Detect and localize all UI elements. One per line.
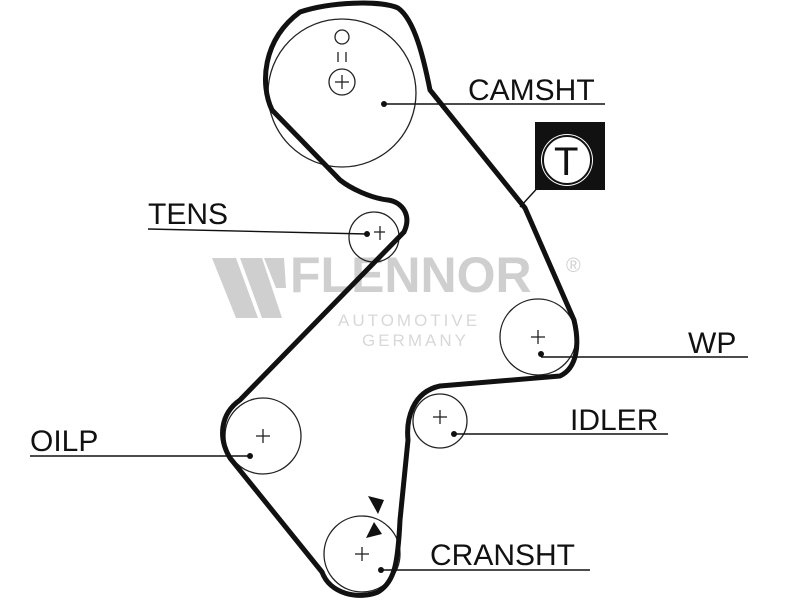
labels: CAMSHT TENS WP IDLER OILP CRANSHT <box>30 74 748 573</box>
camshaft-label: CAMSHT <box>468 74 595 107</box>
idler-pulley <box>412 393 468 449</box>
crankshaft-pulley <box>323 515 401 593</box>
timing-marker: T <box>519 122 605 208</box>
timing-marker-letter: T <box>554 140 578 184</box>
water-pump-pulley <box>499 298 577 376</box>
camshaft-hub <box>328 68 356 96</box>
oil-pump-label: OILP <box>30 425 98 458</box>
watermark: FLENNOR ® AUTOMOTIVE GERMANY <box>212 247 581 350</box>
camshaft-timing-mark <box>334 29 350 45</box>
flennor-logo-icon <box>212 258 286 318</box>
camshaft-pulley <box>267 18 417 168</box>
watermark-registered-mark: ® <box>566 255 581 277</box>
watermark-line-2: GERMANY <box>362 331 469 350</box>
crankshaft-label: CRANSHT <box>430 539 575 572</box>
tensioner-label: TENS <box>148 198 228 231</box>
watermark-line-1: AUTOMOTIVE <box>338 311 480 330</box>
crankshaft-timing-arrow-icon <box>366 496 384 538</box>
timing-belt <box>220 0 580 598</box>
water-pump-label: WP <box>688 327 736 360</box>
watermark-brand: FLENNOR <box>290 247 532 303</box>
idler-label: IDLER <box>570 404 658 437</box>
